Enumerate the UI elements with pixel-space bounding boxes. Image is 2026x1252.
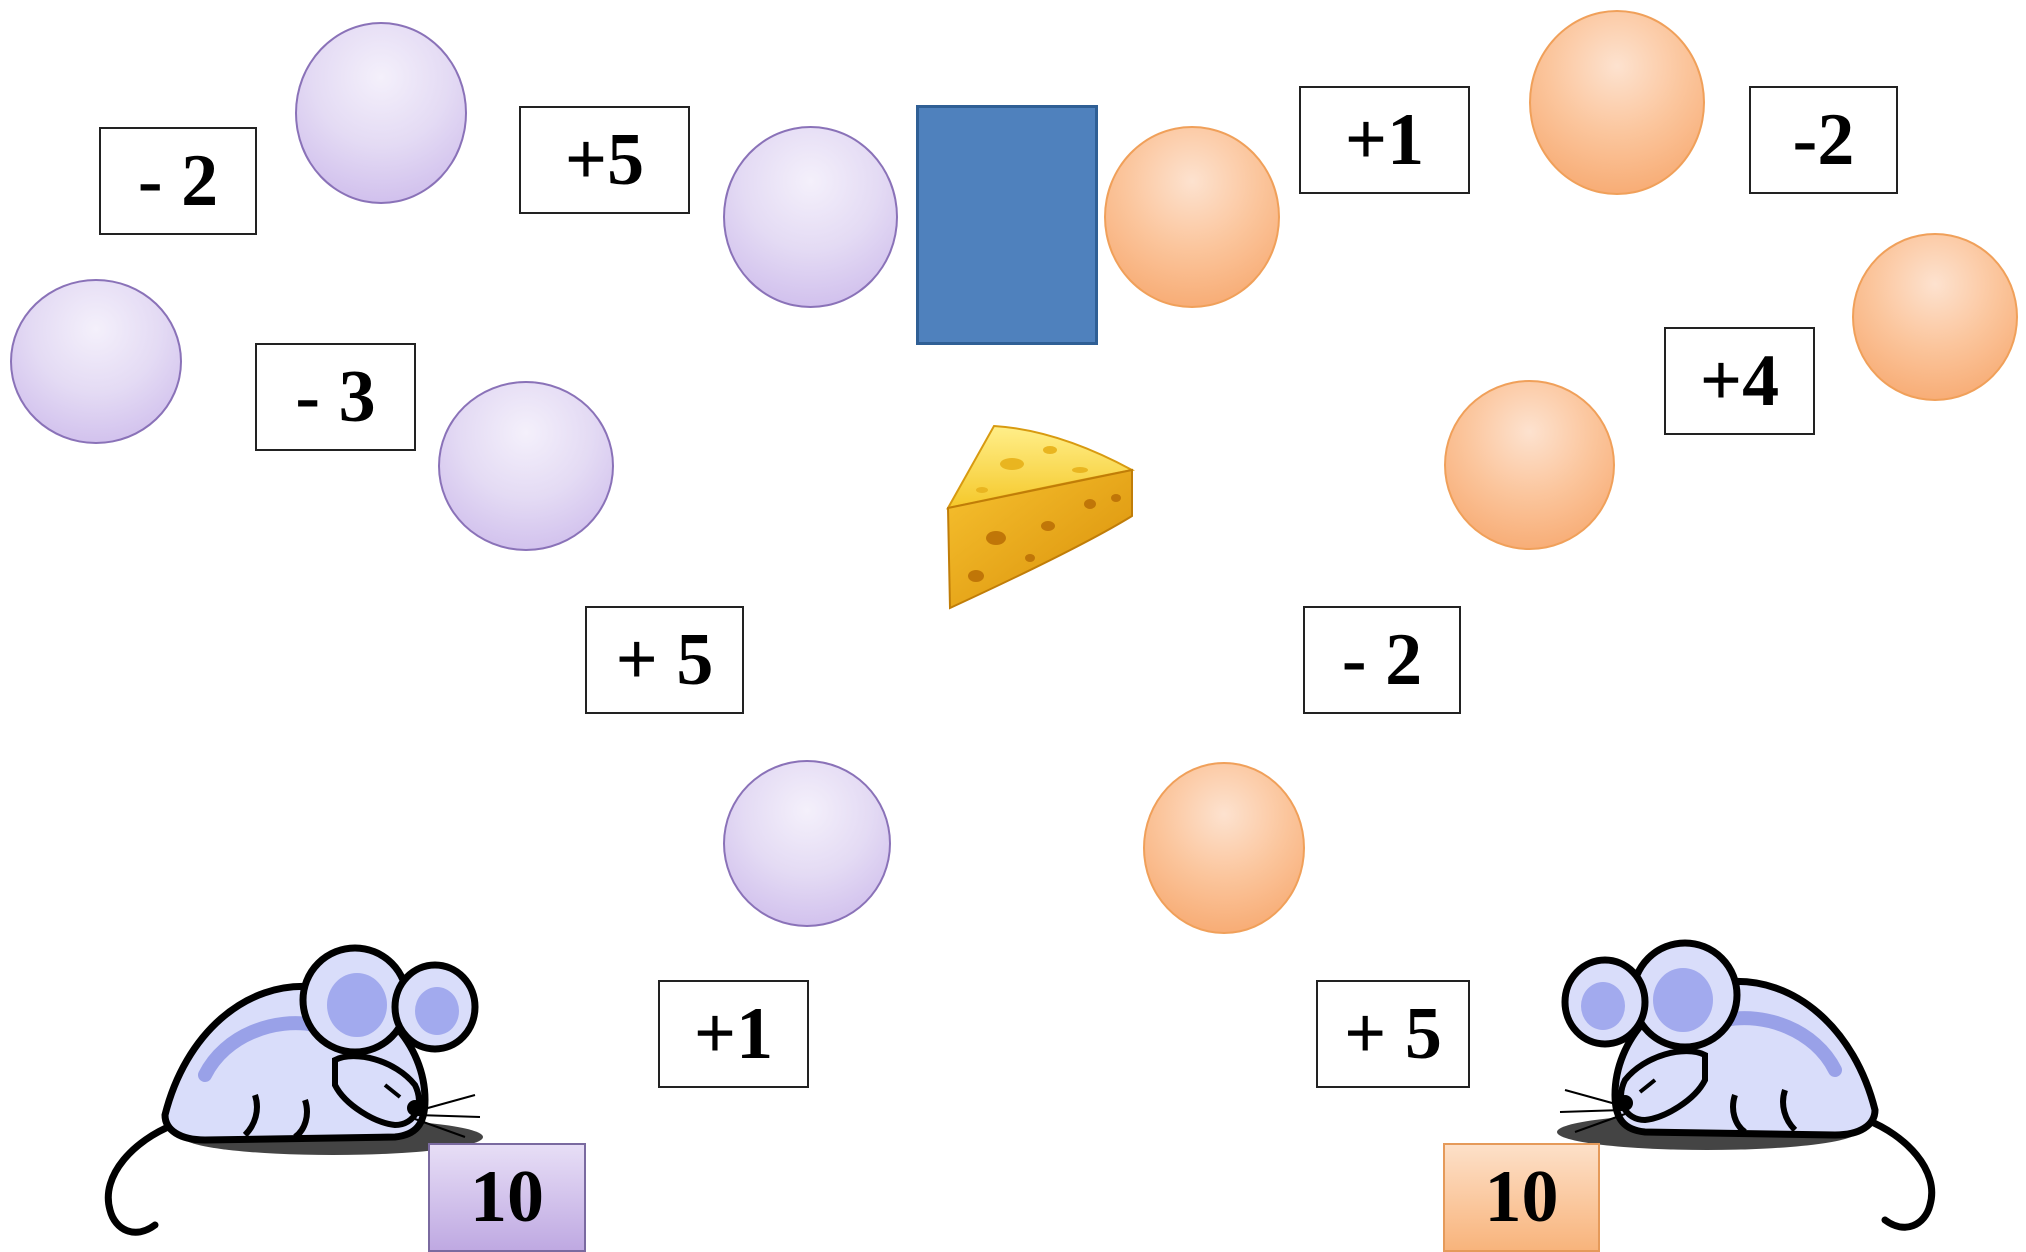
purple-op-plus-5-mid: + 5	[585, 606, 744, 714]
orange-space-2[interactable]	[1529, 10, 1705, 195]
purple-space-2[interactable]	[723, 126, 898, 308]
orange-op-minus-2-top: -2	[1749, 86, 1898, 194]
purple-op-plus-5-top: +5	[519, 106, 690, 214]
orange-score: 10	[1443, 1143, 1600, 1252]
orange-space-4[interactable]	[1444, 380, 1615, 550]
orange-space-3[interactable]	[1852, 233, 2018, 401]
purple-space-4[interactable]	[438, 381, 614, 551]
purple-space-3[interactable]	[10, 279, 182, 444]
purple-op-minus-3: - 3	[255, 343, 416, 451]
center-block[interactable]	[916, 105, 1098, 345]
purple-op-minus-2: - 2	[99, 127, 257, 235]
purple-space-1[interactable]	[295, 22, 467, 204]
purple-space-5[interactable]	[723, 760, 891, 927]
orange-space-5[interactable]	[1143, 762, 1305, 934]
orange-space-1[interactable]	[1104, 126, 1280, 308]
orange-op-minus-2-mid: - 2	[1303, 606, 1461, 714]
purple-op-plus-1: +1	[658, 980, 809, 1088]
orange-op-plus-1: +1	[1299, 86, 1470, 194]
purple-score: 10	[428, 1143, 586, 1252]
orange-op-plus-4: +4	[1664, 327, 1815, 435]
orange-op-plus-5: + 5	[1316, 980, 1470, 1088]
cheese-icon	[940, 420, 1140, 610]
